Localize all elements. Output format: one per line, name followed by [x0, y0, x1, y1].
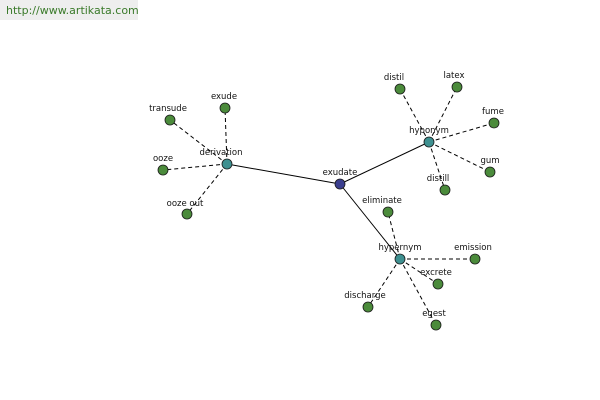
- node-layer: [157, 81, 500, 331]
- node-latex[interactable]: [451, 81, 463, 93]
- node-ooze[interactable]: [157, 164, 169, 176]
- edge-derivation-transude: [169, 119, 228, 165]
- node-eliminate[interactable]: [382, 206, 394, 218]
- label-discharge[interactable]: discharge: [344, 291, 385, 301]
- edge-hypernym-discharge: [367, 258, 401, 308]
- label-distill[interactable]: distill: [427, 174, 450, 184]
- edge-hypernym-egest: [399, 258, 437, 326]
- label-distil[interactable]: distil: [384, 73, 404, 83]
- url-link[interactable]: http://www.artikata.com: [0, 0, 139, 20]
- edge-hyponym-distill: [428, 141, 446, 191]
- label-exude[interactable]: exude: [211, 92, 237, 102]
- node-derivation[interactable]: [221, 158, 233, 170]
- edge-derivation-ooze: [162, 163, 228, 171]
- label-derivation[interactable]: derivation: [199, 148, 242, 158]
- label-egest[interactable]: egest: [422, 309, 446, 319]
- node-hyponym[interactable]: [423, 136, 435, 148]
- node-excrete[interactable]: [432, 278, 444, 290]
- edge-exudate-hyponym: [339, 141, 430, 185]
- edge-layer: [162, 86, 495, 326]
- label-excrete[interactable]: excrete: [420, 268, 452, 278]
- node-exude[interactable]: [219, 102, 231, 114]
- node-discharge[interactable]: [362, 301, 374, 313]
- edge-hyponym-latex: [428, 86, 458, 143]
- label-hyponym[interactable]: hyponym: [409, 126, 449, 136]
- label-gum[interactable]: gum: [480, 156, 499, 166]
- label-eliminate[interactable]: eliminate: [362, 196, 402, 206]
- edge-hyponym-distil: [399, 88, 430, 143]
- node-exudate[interactable]: [334, 178, 346, 190]
- edge-exudate-hypernym: [339, 183, 401, 260]
- node-hypernym[interactable]: [394, 253, 406, 265]
- label-exudate[interactable]: exudate: [323, 168, 358, 178]
- node-emission[interactable]: [469, 253, 481, 265]
- edge-hypernym-eliminate: [387, 211, 401, 260]
- edge-hypernym-excrete: [399, 258, 439, 285]
- node-gum[interactable]: [484, 166, 496, 178]
- label-emission[interactable]: emission: [454, 243, 492, 253]
- label-latex[interactable]: latex: [443, 71, 464, 81]
- label-ooze-out[interactable]: ooze out: [167, 199, 204, 209]
- label-transude[interactable]: transude: [149, 104, 187, 114]
- node-transude[interactable]: [164, 114, 176, 126]
- label-ooze[interactable]: ooze: [153, 154, 173, 164]
- edge-hyponym-fume: [428, 122, 495, 143]
- node-egest[interactable]: [430, 319, 442, 331]
- label-fume[interactable]: fume: [482, 107, 504, 117]
- node-distil[interactable]: [394, 83, 406, 95]
- edge-derivation-exude: [224, 107, 228, 165]
- node-fume[interactable]: [488, 117, 500, 129]
- edge-hyponym-gum: [428, 141, 491, 173]
- node-distill[interactable]: [439, 184, 451, 196]
- label-layer: exudate derivation hyponym hypernym transude…: [149, 71, 504, 319]
- label-hypernym[interactable]: hypernym: [378, 243, 421, 253]
- edge-derivation-ooze-out: [186, 163, 228, 215]
- node-ooze-out[interactable]: [181, 208, 193, 220]
- edge-exudate-derivation: [226, 163, 341, 185]
